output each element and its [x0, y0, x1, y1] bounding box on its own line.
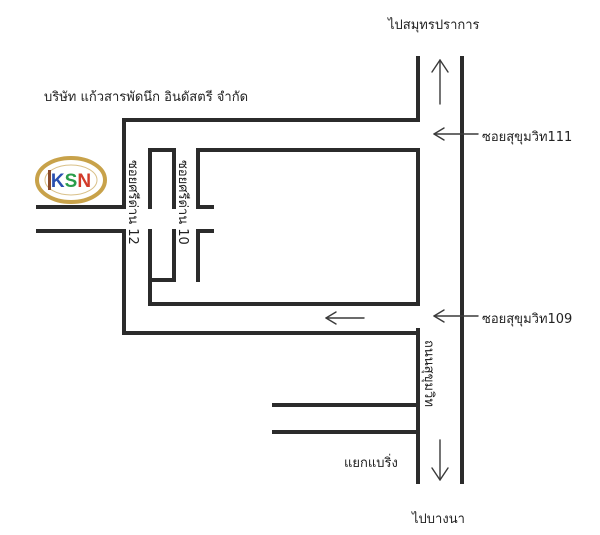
label-to-samut-prakan: ไปสมุทรปราการ [388, 18, 480, 33]
label-soi-10: ซอยศรีด่าน 10 [175, 160, 190, 245]
label-company: บริษัท แก้วสารพัดนึก อินดัสตรี จำกัด [44, 90, 249, 105]
arrow-soi-109-icon [433, 309, 479, 323]
logo-text: KSN [51, 171, 91, 192]
arrow-soi-111-icon [433, 127, 479, 141]
label-soi-12: ซอยศรีด่าน 12 [125, 160, 140, 245]
arrow-west-icon [325, 311, 365, 325]
label-junction: แยกแบริ่ง [344, 456, 398, 471]
arrow-south-icon [431, 439, 449, 481]
block-top-road [148, 148, 420, 306]
arrow-north-icon [431, 59, 449, 105]
soi-109-road [122, 229, 420, 335]
company-logo: KSN [35, 156, 107, 204]
label-soi-111: ซอยสุขุมวิท111 [482, 130, 573, 145]
soi-111-road [122, 118, 420, 209]
label-to-bangna: ไปบางนา [412, 512, 465, 527]
label-soi-109: ซอยสุขุมวิท109 [482, 312, 573, 327]
label-sukhumvit-road: ถนนสุขุมวิท [421, 340, 436, 407]
